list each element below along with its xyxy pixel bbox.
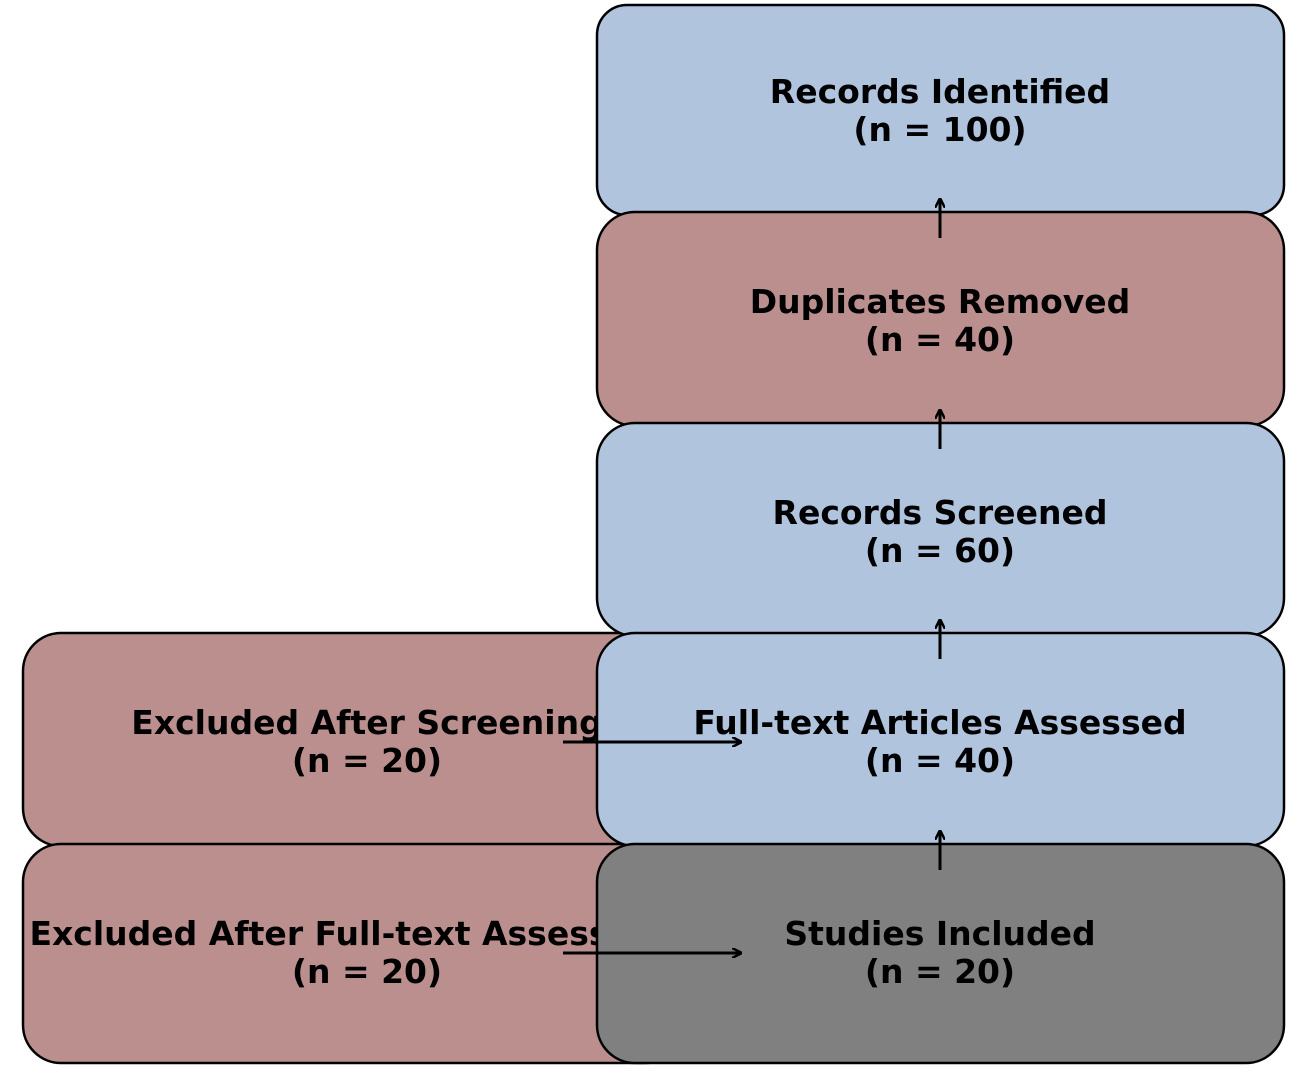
records-identified-title: Records Identified <box>770 72 1110 111</box>
box-duplicates-removed: Duplicates Removed (n = 40) <box>595 210 1286 428</box>
duplicates-removed-title: Duplicates Removed <box>750 282 1131 321</box>
excluded-after-full-text-assessment-count: (n = 20) <box>292 952 442 991</box>
box-records-identified: Records Identified (n = 100) <box>595 3 1286 217</box>
studies-included-title: Studies Included <box>784 914 1095 953</box>
studies-included-count: (n = 20) <box>865 952 1015 991</box>
box-records-screened: Records Screened (n = 60) <box>595 421 1286 638</box>
full-text-articles-assessed-count: (n = 40) <box>865 741 1015 780</box>
box-studies-included: Studies Included (n = 20) <box>595 842 1286 1065</box>
excluded-after-full-text-assessment-title: Excluded After Full-text Assessment <box>29 914 704 953</box>
box-full-text-articles-assessed: Full-text Articles Assessed (n = 40) <box>595 631 1286 848</box>
horizontal-arrows <box>563 742 741 953</box>
box-excluded-after-screening: Excluded After Screening (n = 20) <box>21 631 685 848</box>
excluded-after-screening-title: Excluded After Screening <box>131 703 602 742</box>
records-screened-title: Records Screened <box>773 493 1108 532</box>
duplicates-removed-count: (n = 40) <box>865 320 1015 359</box>
full-text-articles-assessed-title: Full-text Articles Assessed <box>693 703 1186 742</box>
records-identified-count: (n = 100) <box>853 110 1026 149</box>
excluded-after-screening-count: (n = 20) <box>292 741 442 780</box>
records-screened-count: (n = 60) <box>865 531 1015 570</box>
